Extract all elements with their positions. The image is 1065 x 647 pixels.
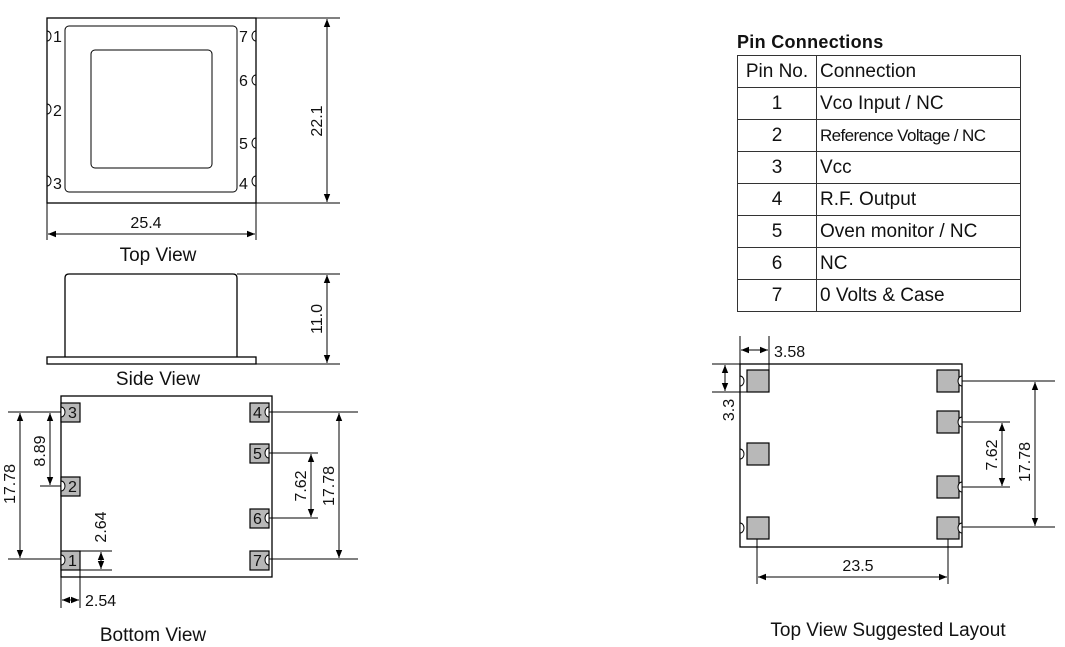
- top-view-width-dimension: 25.4: [130, 215, 161, 232]
- layout-pad: [936, 410, 960, 434]
- top-view-pin-label: 4: [239, 176, 248, 193]
- table-row: 1 Vco Input / NC: [737, 87, 1021, 120]
- layout-pad: [936, 369, 960, 393]
- top-view-pin-label: 7: [239, 29, 248, 46]
- pin-number: 2: [737, 119, 817, 152]
- layout-pad: [746, 442, 770, 466]
- pin-connections-title: Pin Connections: [737, 32, 884, 52]
- pin-connection: Vcc: [816, 151, 1021, 184]
- side-view-caption: Side View: [116, 369, 200, 390]
- pin-number: 4: [737, 183, 817, 216]
- pin-number: 1: [737, 87, 817, 120]
- bottom-view-pin-label: 2: [68, 479, 77, 496]
- table-header-connection: Connection: [816, 55, 1021, 88]
- pin-number: 3: [737, 151, 817, 184]
- top-view-pin-label: 2: [53, 103, 62, 120]
- layout-pitch-dimension: 7.62: [984, 439, 1001, 470]
- table-row: 7 0 Volts & Case: [737, 279, 1021, 312]
- bottom-view: 3 2 1 4 5 6 7 17.78 8.89 2.64 2.54 7.62: [2, 395, 358, 646]
- layout-pad-height-dimension: 3.3: [721, 399, 738, 421]
- top-view-pin-label: 1: [53, 29, 62, 46]
- pin-connection: R.F. Output: [816, 183, 1021, 216]
- bottom-view-pin-label: 6: [253, 511, 262, 528]
- side-view-height-dimension: 11.0: [309, 304, 326, 334]
- layout-pad: [746, 369, 770, 393]
- layout-pad: [936, 475, 960, 499]
- top-view-pin-label: 6: [239, 73, 248, 90]
- bottom-view-body: [60, 395, 273, 578]
- bottom-view-pad-height-dimension: 2.64: [93, 511, 110, 542]
- bottom-view-pin-label: 7: [253, 553, 262, 570]
- pin-connection: NC: [816, 247, 1021, 280]
- layout-pad: [936, 516, 960, 540]
- pin-number: 5: [737, 215, 817, 248]
- top-view-body: [46, 17, 257, 204]
- pin-number: 7: [737, 279, 817, 312]
- pin-connections-table: Pin No. Connection 1 Vco Input / NC 2 Re…: [737, 55, 1021, 312]
- layout-span-dimension: 17.78: [1017, 442, 1034, 482]
- bottom-view-pad-width-dimension: 2.54: [85, 593, 116, 610]
- table-row: 6 NC: [737, 247, 1021, 280]
- bottom-view-pin-label: 4: [253, 405, 262, 422]
- layout-pad: [746, 516, 770, 540]
- bottom-view-pin-label: 1: [68, 553, 77, 570]
- pin-connection: 0 Volts & Case: [816, 279, 1021, 312]
- bottom-view-pin-label: 5: [253, 446, 262, 463]
- table-row: 5 Oven monitor / NC: [737, 215, 1021, 248]
- top-view-pin-label: 5: [239, 136, 248, 153]
- pin-connection: Oven monitor / NC: [816, 215, 1021, 248]
- pin-connection: Reference Voltage / NC: [816, 119, 1021, 152]
- layout-pin-notches: [739, 375, 963, 534]
- pin-connection: Vco Input / NC: [816, 87, 1021, 120]
- side-view-base: [46, 356, 257, 365]
- layout-width-dimension: 23.5: [842, 558, 873, 575]
- pin-number: 6: [737, 247, 817, 280]
- top-view-caption: Top View: [120, 245, 197, 266]
- top-view-lid: [64, 25, 238, 193]
- suggested-layout-view: 3.58 3.3 7.62 17.78 23.5 Top View Sugges…: [712, 336, 1055, 641]
- top-view-pin-label: 3: [53, 176, 62, 193]
- table-header-row: Pin No. Connection: [737, 55, 1021, 88]
- top-view-pin-notches: [46, 30, 257, 187]
- bottom-view-pin-notches: [60, 406, 270, 566]
- layout-pad-offset-dimension: 3.58: [774, 344, 805, 361]
- top-view: 1 2 3 7 6 5 4 25.4 22.1 Top View: [46, 17, 340, 266]
- bottom-view-right-pitch-dimension: 7.62: [293, 470, 310, 501]
- table-row: 3 Vcc: [737, 151, 1021, 184]
- top-view-label-area: [90, 49, 213, 169]
- table-row: 4 R.F. Output: [737, 183, 1021, 216]
- table-header-pin: Pin No.: [737, 55, 817, 88]
- top-view-height-dimension: 22.1: [309, 105, 326, 136]
- bottom-view-caption: Bottom View: [100, 625, 207, 646]
- layout-caption: Top View Suggested Layout: [770, 620, 1006, 641]
- table-row: 2 Reference Voltage / NC: [737, 119, 1021, 152]
- pin-connections-panel: Pin Connections Pin No. Connection 1 Vco…: [737, 31, 1021, 312]
- bottom-view-pin-label: 3: [68, 405, 77, 422]
- side-view-body: [64, 273, 238, 357]
- bottom-view-pitch-dimension: 8.89: [32, 435, 49, 466]
- layout-outline: [739, 363, 963, 548]
- bottom-view-right-span-dimension: 17.78: [321, 466, 338, 506]
- side-view: 11.0 Side View: [46, 273, 340, 390]
- bottom-view-left-span-dimension: 17.78: [2, 464, 19, 504]
